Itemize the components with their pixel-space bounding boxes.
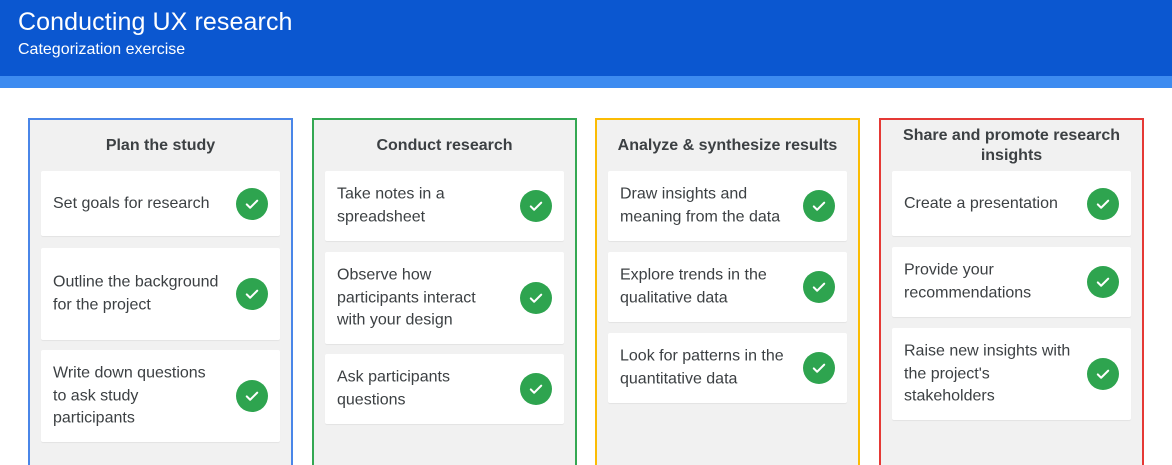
card[interactable]: Create a presentation	[892, 171, 1131, 236]
card-text: Create a presentation	[904, 194, 1058, 212]
column-plan-the-study: Plan the study Set goals for research Ou…	[28, 118, 293, 465]
card-text: Outline the background for the project	[53, 273, 219, 314]
header-accent-strip	[0, 76, 1172, 88]
card-text: Explore trends in the qualitative data	[620, 266, 767, 307]
card-text: Look for patterns in the quantitative da…	[620, 347, 784, 388]
check-circle-icon	[520, 190, 552, 222]
card[interactable]: Look for patterns in the quantitative da…	[608, 333, 847, 403]
column-title: Share and promote research insights	[903, 127, 1120, 164]
card-text: Write down questions to ask study partic…	[53, 364, 206, 427]
card[interactable]: Set goals for research	[41, 171, 280, 236]
card[interactable]: Write down questions to ask study partic…	[41, 350, 280, 442]
check-circle-icon	[236, 278, 268, 310]
check-circle-icon	[236, 380, 268, 412]
page-subtitle: Categorization exercise	[18, 41, 186, 58]
card[interactable]: Provide your recommendations	[892, 247, 1131, 317]
column-title: Conduct research	[376, 137, 513, 154]
column-share-and-promote-research-insights: Share and promote research insights Crea…	[879, 118, 1144, 465]
card[interactable]: Draw insights and meaning from the data	[608, 171, 847, 241]
check-circle-icon	[1087, 187, 1119, 220]
header-bar: Conducting UX research Categorization ex…	[0, 0, 1172, 76]
card-text: Raise new insights with the project's st…	[904, 342, 1071, 405]
card-text: Draw insights and meaning from the data	[620, 185, 781, 226]
card[interactable]: Raise new insights with the project's st…	[892, 328, 1131, 420]
card-text: Take notes in a spreadsheet	[337, 185, 445, 226]
card-text: Ask participants questions	[337, 368, 450, 409]
card[interactable]: Take notes in a spreadsheet	[325, 171, 564, 241]
check-circle-icon	[520, 373, 552, 405]
check-circle-icon	[803, 190, 835, 222]
check-circle-icon	[520, 282, 552, 314]
column-conduct-research: Conduct research Take notes in a spreads…	[312, 118, 577, 465]
check-circle-icon	[1087, 358, 1119, 390]
column-analyze-synthesize-results: Analyze & synthesize results Draw insigh…	[595, 118, 860, 465]
check-circle-icon	[803, 352, 835, 384]
card[interactable]: Outline the background for the project	[41, 248, 280, 340]
check-circle-icon	[803, 271, 835, 303]
page-title: Conducting UX research	[18, 8, 293, 36]
card[interactable]: Ask participants questions	[325, 354, 564, 424]
card-text: Provide your recommendations	[904, 261, 1032, 302]
card-text: Observe how participants interact with y…	[337, 266, 476, 329]
check-circle-icon	[1087, 266, 1119, 298]
column-title: Plan the study	[105, 137, 216, 154]
card[interactable]: Observe how participants interact with y…	[325, 252, 564, 344]
card[interactable]: Explore trends in the qualitative data	[608, 252, 847, 322]
card-text: Set goals for research	[53, 194, 210, 212]
column-title: Analyze & synthesize results	[617, 137, 838, 154]
check-circle-icon	[236, 187, 268, 220]
